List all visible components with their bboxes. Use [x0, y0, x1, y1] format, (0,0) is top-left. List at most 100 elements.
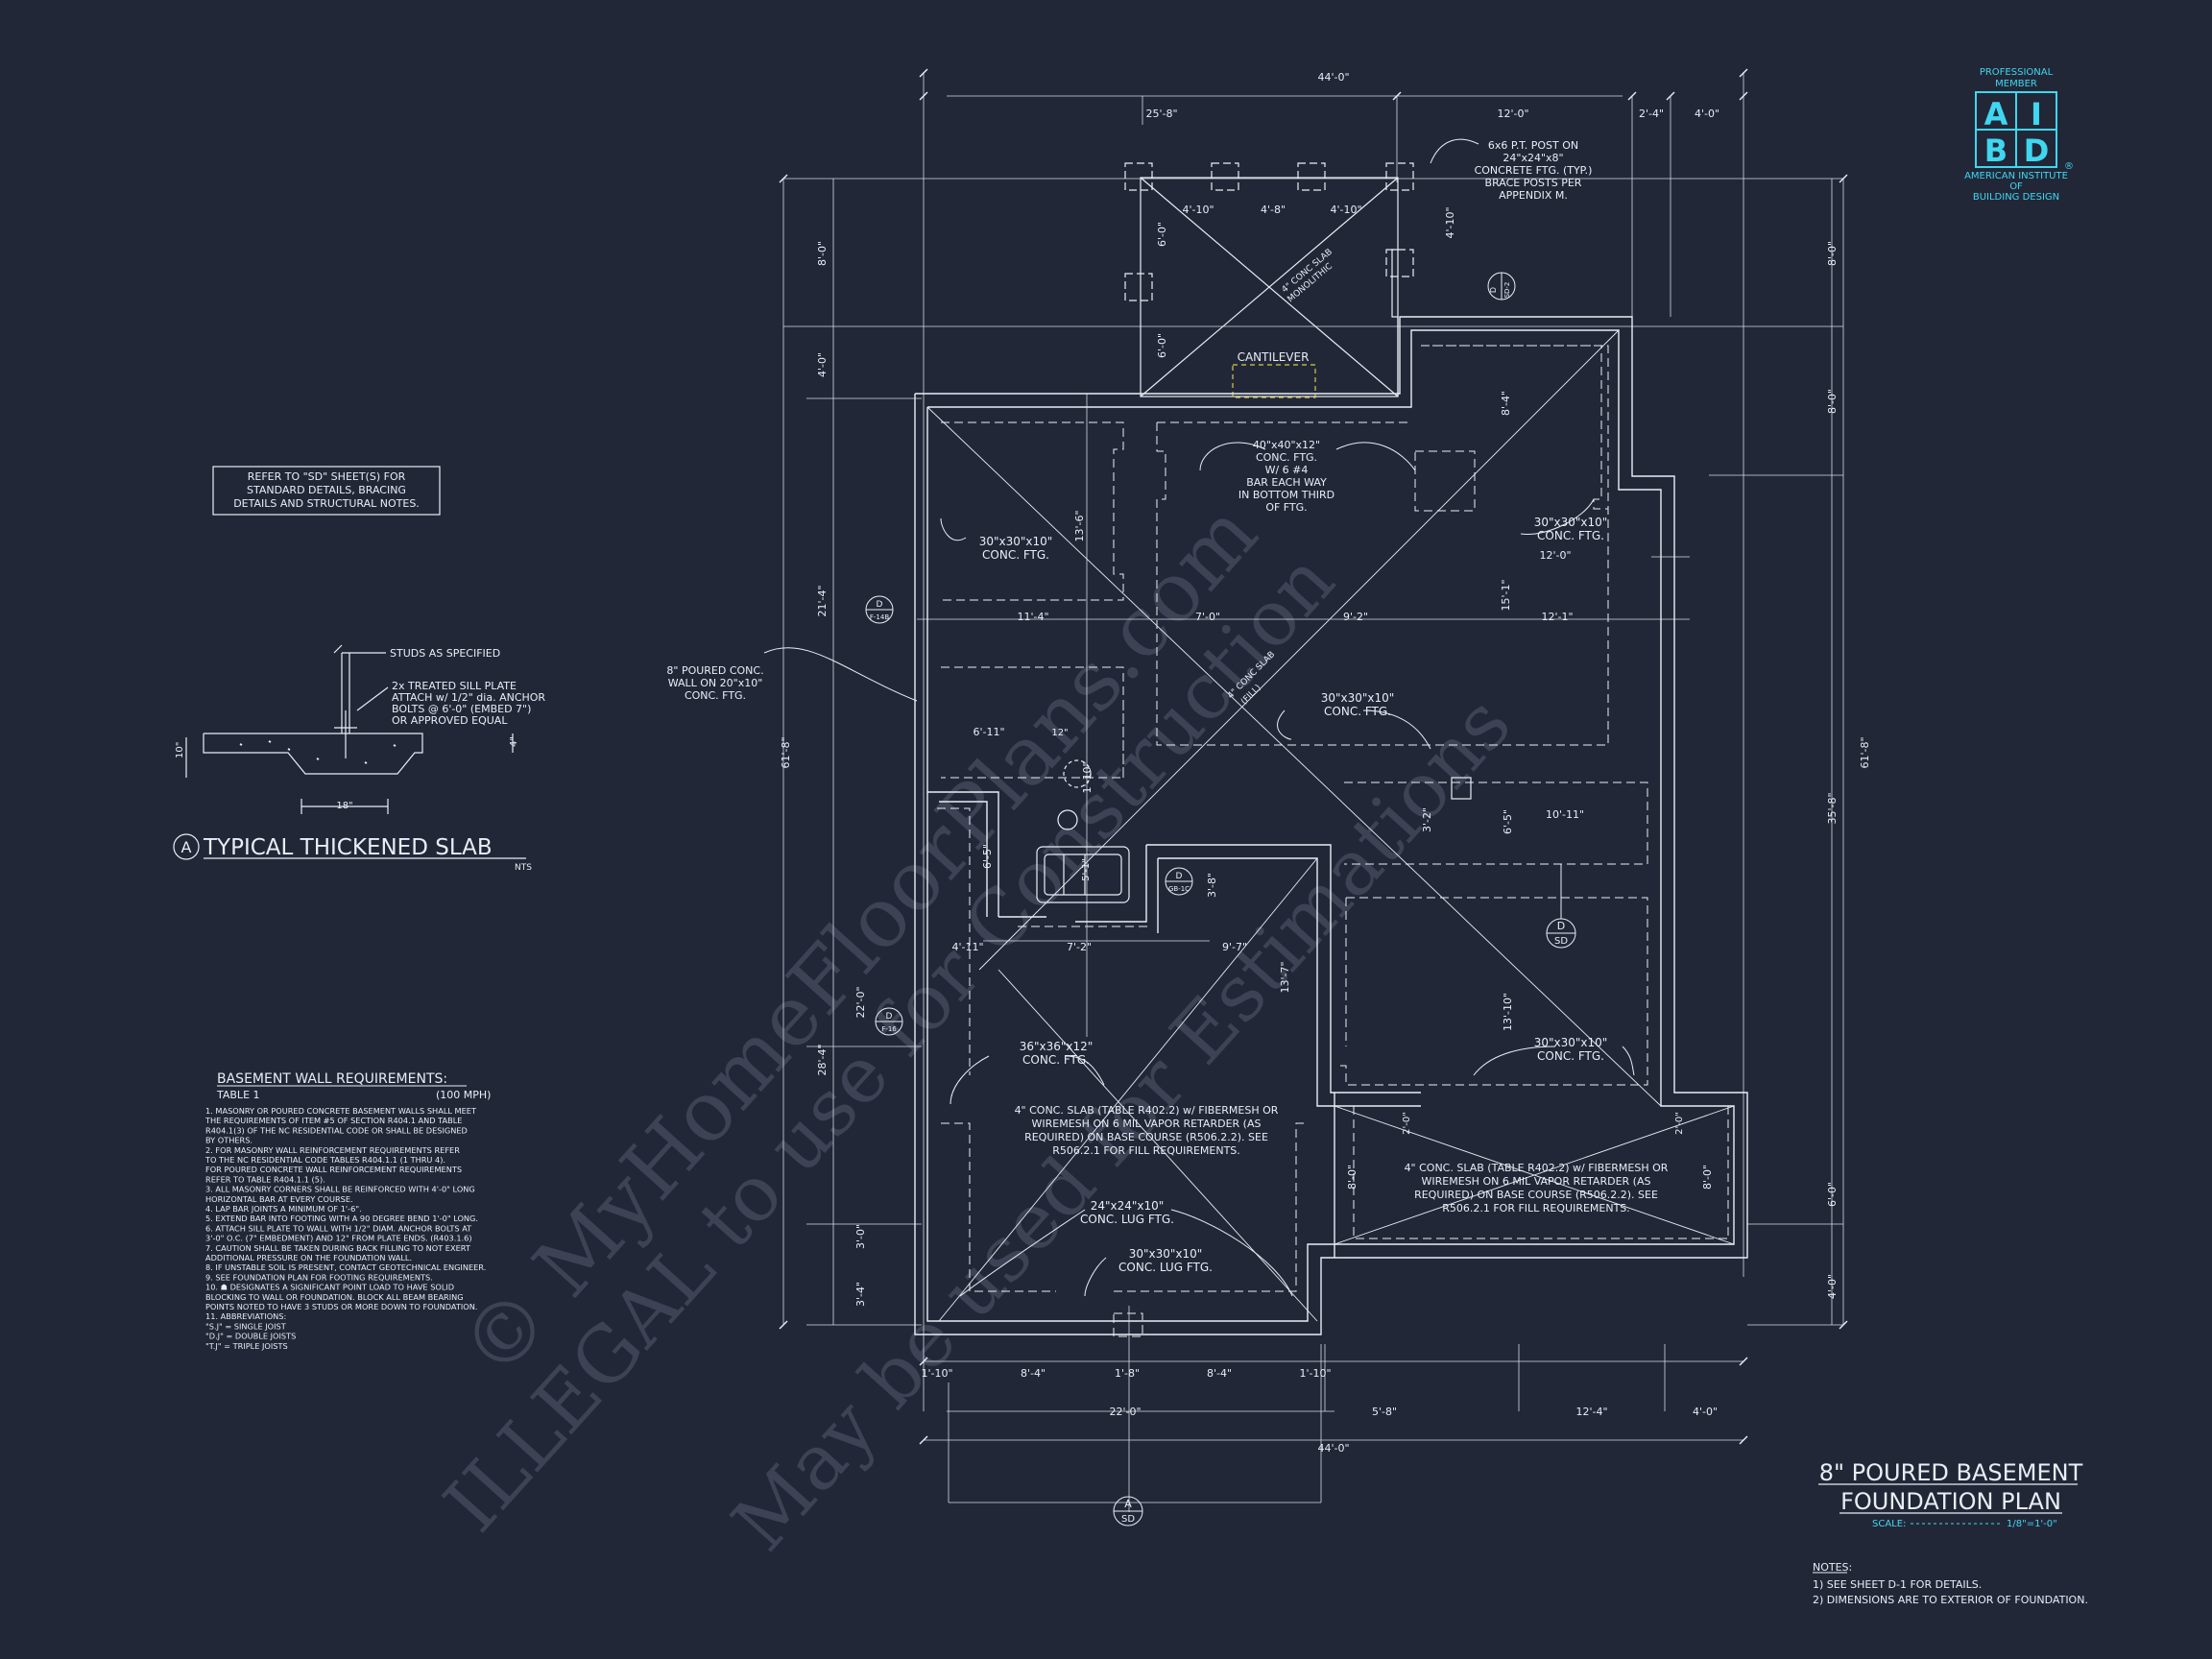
slab-dim-depth: 10": [175, 742, 185, 758]
dim-right-c: 35'-8": [1826, 792, 1839, 824]
plan-scale-value: 1/8"=1'-0": [2007, 1519, 2057, 1529]
dim-int-i: 12": [1051, 728, 1068, 738]
notes-line-1: 1) SEE SHEET D-1 FOR DETAILS.: [1813, 1578, 1982, 1591]
logo-registered: ®: [2064, 161, 2074, 172]
foundation-plan: [782, 72, 1844, 1512]
dim-left-g: 3'-4": [854, 1282, 867, 1307]
dim-int-m: 6'-5": [1502, 809, 1514, 834]
dim-left-c: 21'-4": [816, 585, 829, 616]
dim-bottom-22: 22'-0": [1109, 1406, 1141, 1418]
logo-letter-i: I: [2031, 96, 2042, 132]
porch-structure: [1124, 162, 1414, 398]
dim-porch-v2: 6'-0": [1156, 333, 1168, 358]
sec-tag-d-3: D: [1176, 872, 1183, 881]
ftg30-ul-2: CONC. FTG.: [982, 548, 1049, 562]
wall-callout-2: WALL ON 20"x10": [668, 677, 763, 689]
logo-letter-a: A: [1984, 96, 2008, 132]
dim-right-e: 4'-0": [1826, 1274, 1839, 1299]
requirement-line: 9. SEE FOUNDATION PLAN FOR FOOTING REQUI…: [205, 1272, 433, 1282]
slab-main-3: REQUIRED) ON BASE COURSE (R506.2.2). SEE: [1024, 1131, 1268, 1143]
requirements-wind: (100 MPH): [436, 1089, 491, 1101]
dim-int-k: 6'-5": [981, 844, 994, 869]
section-tags: [865, 272, 1576, 1527]
requirement-line: "D.J" = DOUBLE JOISTS: [205, 1332, 296, 1341]
ftg40-1: 40"x40"x12": [1253, 439, 1320, 451]
lug24-2: CONC. LUG FTG.: [1080, 1213, 1174, 1226]
slab-detail-title: TYPICAL THICKENED SLAB: [203, 835, 493, 860]
post-callout-1: 6x6 P.T. POST ON: [1488, 139, 1578, 152]
slab-right-2: WIREMESH ON 6 MIL VAPOR RETARDER (AS: [1422, 1175, 1651, 1188]
logo-bottom-3: BUILDING DESIGN: [1973, 192, 2059, 203]
dimension-text: 44'-0" 25'-8" 12'-0" 2'-4" 4'-0" 4'-10" …: [780, 71, 1871, 1455]
ftg30-right-2: CONC. FTG.: [1537, 1049, 1604, 1063]
requirement-line: REFER TO TABLE R404.1.1 (5).: [205, 1174, 325, 1184]
dim-int-j: 1'-10": [1081, 761, 1094, 793]
dim-bottom-overall: 44'-0": [1317, 1442, 1349, 1455]
sec-tag-d-2: D: [886, 1012, 893, 1022]
dim-top-c: 2'-4": [1639, 108, 1664, 120]
dim-right-d: 6'-0": [1826, 1182, 1839, 1207]
dim-int-y: 2'-0": [1674, 1112, 1685, 1135]
post-callout-3: CONCRETE FTG. (TYP.): [1475, 164, 1593, 177]
slab-diagonals: [926, 329, 1735, 1322]
requirement-line: 11. ABBREVIATIONS:: [205, 1311, 286, 1321]
dim-bottom-c: 1'-8": [1115, 1367, 1140, 1380]
ftg40-2: CONC. FTG.: [1256, 451, 1317, 464]
dim-right-overall: 61'-8": [1859, 736, 1871, 768]
dim-left-b: 4'-0": [816, 352, 829, 377]
slab-main-note: 4" CONC. SLAB (TABLE R402.2) w/ FIBERMES…: [1015, 1104, 1279, 1157]
dim-int-t: 13'-7": [1279, 961, 1291, 993]
sec-tag-ref-2: F-16: [881, 1025, 897, 1033]
dim-left-a: 8'-0": [816, 241, 829, 266]
slab-right-3: REQUIRED) ON BASE COURSE (R506.2.2). SEE: [1414, 1189, 1658, 1201]
dim-left-f: 3'-0": [854, 1224, 867, 1249]
ftg30-mid-2: CONC. FTG.: [1324, 705, 1391, 718]
requirement-line: HORIZONTAL BAR AT EVERY COURSE.: [205, 1194, 353, 1204]
aibd-logo: PROFESSIONAL MEMBER A I B D ® AMERICAN I…: [1964, 67, 2074, 203]
ftg40-4: BAR EACH WAY: [1246, 476, 1327, 489]
slab-callout-plate-3: BOLTS @ 6'-0" (EMBED 7"): [392, 703, 531, 715]
notes-title: NOTES:: [1813, 1561, 1852, 1574]
requirement-line: 10. ☗ DESIGNATES A SIGNIFICANT POINT LOA…: [205, 1283, 454, 1292]
requirement-line: "T.J" = TRIPLE JOISTS: [205, 1341, 288, 1351]
ftg30-mid-1: 30"x30"x10": [1321, 691, 1395, 705]
ftg30-right-1: 30"x30"x10": [1534, 1036, 1608, 1049]
requirement-line: 4. LAP BAR JOINTS A MINIMUM OF 1'-6".: [205, 1204, 362, 1214]
plan-scale-label: SCALE:: [1872, 1519, 1906, 1529]
dim-int-z: 8'-4": [1500, 391, 1512, 416]
dim-bottom-b: 8'-4": [1021, 1367, 1046, 1380]
dim-int-v: 2'-0": [1402, 1112, 1412, 1135]
thickened-slab-text: STUDS AS SPECIFIED 2x TREATED SILL PLATE…: [173, 647, 545, 873]
sec-tag-ref-1: F-14B: [870, 613, 889, 621]
notes-line-2: 2) DIMENSIONS ARE TO EXTERIOR OF FOUNDAT…: [1813, 1594, 2088, 1606]
requirement-line: R404.1(3) OF THE NC RESIDENTIAL CODE OR …: [205, 1125, 468, 1135]
stair: [1036, 759, 1130, 903]
sec-tag-d-1: D: [877, 600, 883, 610]
dim-bottom-e: 1'-10": [1299, 1367, 1331, 1380]
slab-detail-tag: A: [181, 838, 192, 856]
dim-int-f: 15'-1": [1500, 579, 1512, 611]
lug30-2: CONC. LUG FTG.: [1118, 1261, 1213, 1274]
dim-top-overall: 44'-0": [1317, 71, 1349, 84]
dim-int-d: 12'-1": [1541, 611, 1573, 623]
slab-dim-width: 18": [336, 801, 352, 811]
dim-top-d: 4'-0": [1695, 108, 1719, 120]
dim-bottom-h: 4'-0": [1693, 1406, 1718, 1418]
dim-int-u: 13'-10": [1502, 993, 1514, 1031]
requirement-line: "S.J" = SINGLE JOIST: [205, 1321, 287, 1331]
requirement-line: 6. ATTACH SILL PLATE TO WALL WITH 1/2" D…: [205, 1223, 472, 1233]
slab-right-note: 4" CONC. SLAB (TABLE R402.2) w/ FIBERMES…: [1405, 1162, 1669, 1214]
dim-porch-c: 4'-10": [1330, 204, 1361, 216]
ftg36-2: CONC. FTG.: [1022, 1053, 1090, 1067]
dim-right-a: 8'-0": [1826, 241, 1839, 266]
requirement-line: THE REQUIREMENTS OF ITEM #5 OF SECTION R…: [204, 1116, 462, 1125]
dim-porch-v3: 4'-10": [1444, 206, 1456, 238]
dim-int-x: 8'-0": [1701, 1165, 1714, 1190]
wall-callout-1: 8" POURED CONC.: [666, 664, 763, 677]
slab-callout-studs: STUDS AS SPECIFIED: [390, 647, 500, 660]
dim-top-a: 25'-8": [1145, 108, 1177, 120]
requirement-line: FOR POURED CONCRETE WALL REINFORCEMENT R…: [205, 1165, 462, 1174]
ftg40-5: IN BOTTOM THIRD: [1238, 489, 1334, 501]
logo-top-1: PROFESSIONAL: [1980, 67, 2054, 78]
plan-title-block: 8" POURED BASEMENT FOUNDATION PLAN SCALE…: [1818, 1459, 2083, 1529]
